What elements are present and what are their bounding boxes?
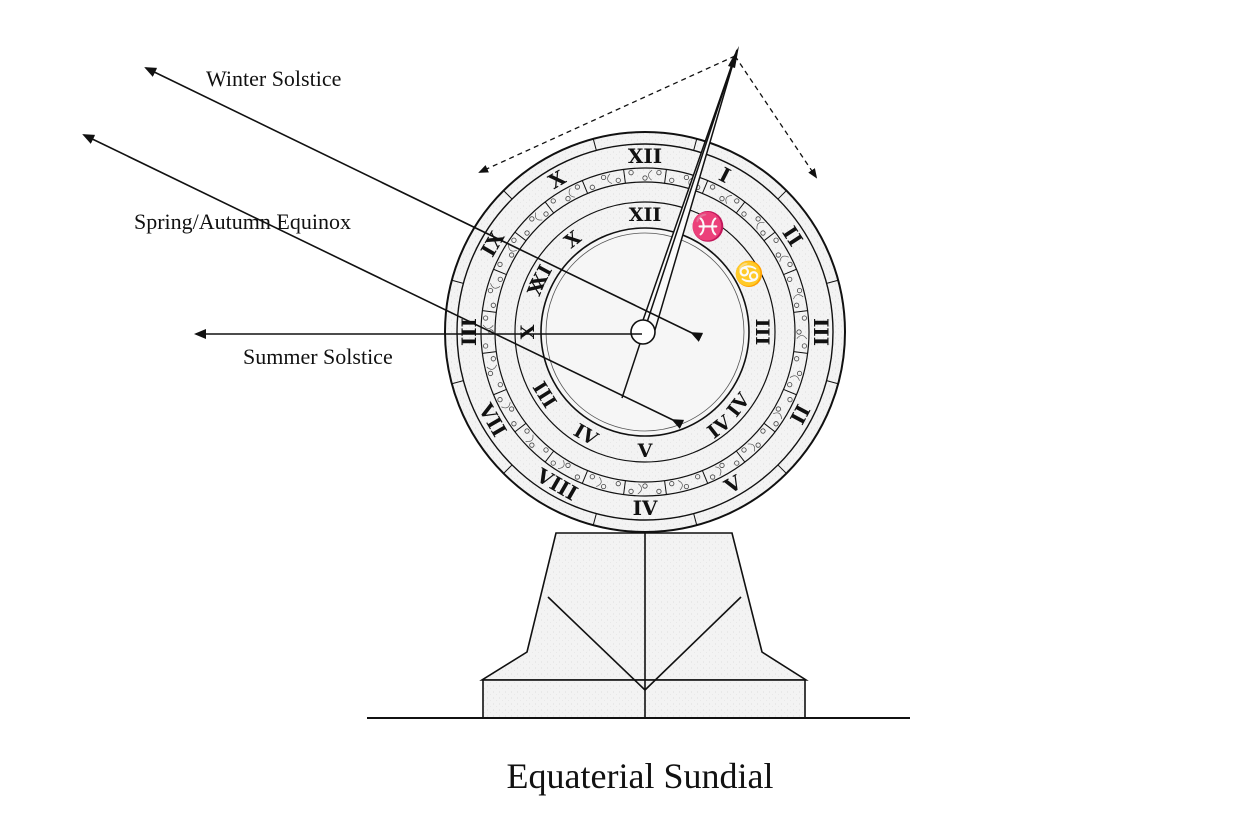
diagram-title: Equaterial Sundial xyxy=(507,756,774,796)
pisces-zodiac-icon: ♓ xyxy=(691,210,726,243)
summer-solstice-label: Summer Solstice xyxy=(243,344,393,369)
equinox-ray xyxy=(82,134,685,429)
pedestal-upper-block xyxy=(479,532,809,681)
pedestal-base-block xyxy=(482,679,806,719)
gnomon-pivot xyxy=(630,319,656,345)
gnomon-tip-arrow xyxy=(728,46,739,68)
middle-hour-numeral: V xyxy=(637,440,654,462)
middle-hour-numeral: XII xyxy=(629,204,662,226)
cancer-zodiac-icon: ♋ xyxy=(734,259,764,288)
outer-hour-numeral: IV xyxy=(633,496,658,520)
middle-hour-numeral: III xyxy=(751,319,773,346)
sun-rays xyxy=(82,67,704,429)
outer-hour-numeral: III xyxy=(809,318,833,346)
equinox-label: Spring/Autumn Equinox xyxy=(134,209,351,234)
winter-solstice-label: Winter Solstice xyxy=(206,66,341,91)
middle-hour-numeral: X xyxy=(517,324,539,339)
outer-hour-numeral: XII xyxy=(628,144,662,168)
pedestal xyxy=(479,532,809,719)
